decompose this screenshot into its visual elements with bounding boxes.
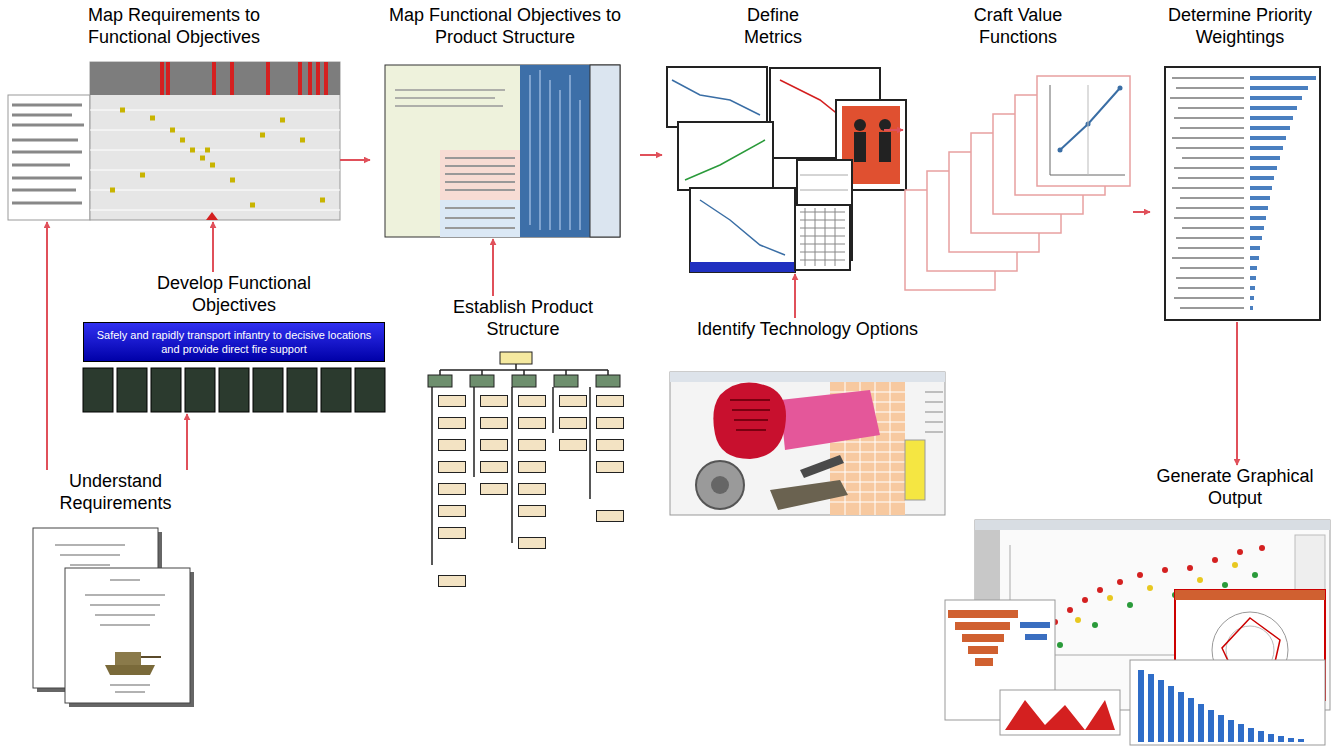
process-step: Map Requirements to Functional Objective…: [8, 4, 340, 222]
process-step: Map Functional Objectives to Product Str…: [370, 4, 640, 239]
step-heading: Map Requirements to Functional Objective…: [54, 4, 294, 48]
process-step: Define Metrics: [662, 4, 884, 274]
requirement-documents: [33, 528, 194, 707]
flow-arrow: [1236, 322, 1238, 465]
value-function-pages: [905, 76, 1130, 290]
step-heading: Craft Value Functions: [948, 4, 1088, 48]
step-heading: Develop Functional Objectives: [114, 272, 354, 316]
flow-arrow: [1133, 211, 1150, 213]
step-heading: Map Functional Objectives to Product Str…: [374, 4, 636, 48]
flow-arrow: [492, 239, 494, 296]
process-step: Identify Technology Options: [665, 318, 950, 518]
process-step: Understand Requirements: [28, 470, 203, 710]
requirements-matrix: [8, 62, 340, 220]
flow-arrow: [186, 414, 188, 470]
step-heading: Establish Product Structure: [423, 296, 623, 340]
flow-arrow: [340, 159, 370, 161]
step-heading: Define Metrics: [728, 4, 818, 48]
objective-box: Safely and rapidly transport infantry to…: [83, 322, 385, 362]
process-step: Determine Priority Weightings: [1150, 4, 1330, 322]
metric-charts: [667, 67, 906, 272]
flow-arrow: [794, 274, 796, 318]
technology-options: [670, 372, 945, 515]
product-tree: [428, 352, 624, 587]
priority-bar-chart: [1165, 67, 1320, 320]
flow-arrow: [46, 222, 48, 470]
process-step: Generate Graphical Output: [940, 465, 1330, 743]
graphical-output: [945, 520, 1330, 745]
step-heading: Determine Priority Weightings: [1153, 4, 1328, 48]
step-heading: Generate Graphical Output: [1140, 465, 1330, 509]
process-step: Establish Product Structure: [418, 296, 628, 592]
flow-arrow: [212, 222, 214, 272]
mapping-table: [385, 65, 620, 237]
step-heading: Identify Technology Options: [688, 318, 928, 340]
flow-arrow: [884, 129, 903, 131]
sub-objective-boxes: [83, 368, 385, 412]
flow-arrow: [640, 154, 662, 156]
process-step: Develop Functional ObjectivesSafely and …: [83, 272, 385, 414]
step-heading: Understand Requirements: [41, 470, 191, 514]
process-step: Craft Value Functions: [903, 4, 1133, 294]
